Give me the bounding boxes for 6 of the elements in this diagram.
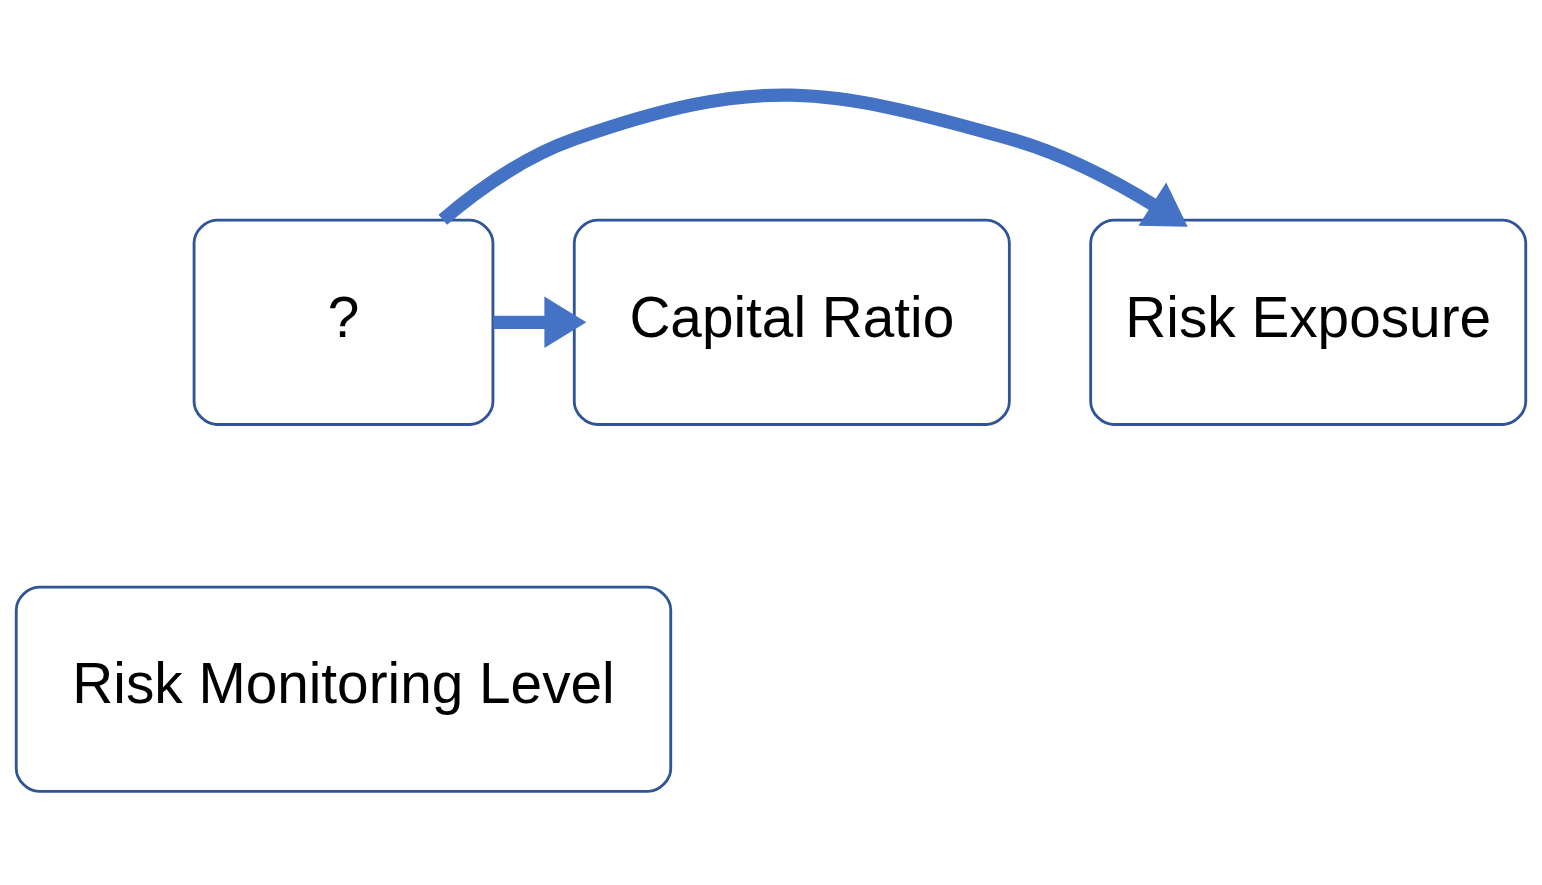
node-box: Risk Exposure xyxy=(1089,218,1528,426)
node-box: ? xyxy=(192,218,495,426)
arrow xyxy=(493,296,587,348)
node-box: Risk Monitoring Level xyxy=(14,585,673,793)
arrow xyxy=(438,88,1188,227)
node-box: Capital Ratio xyxy=(572,218,1011,426)
